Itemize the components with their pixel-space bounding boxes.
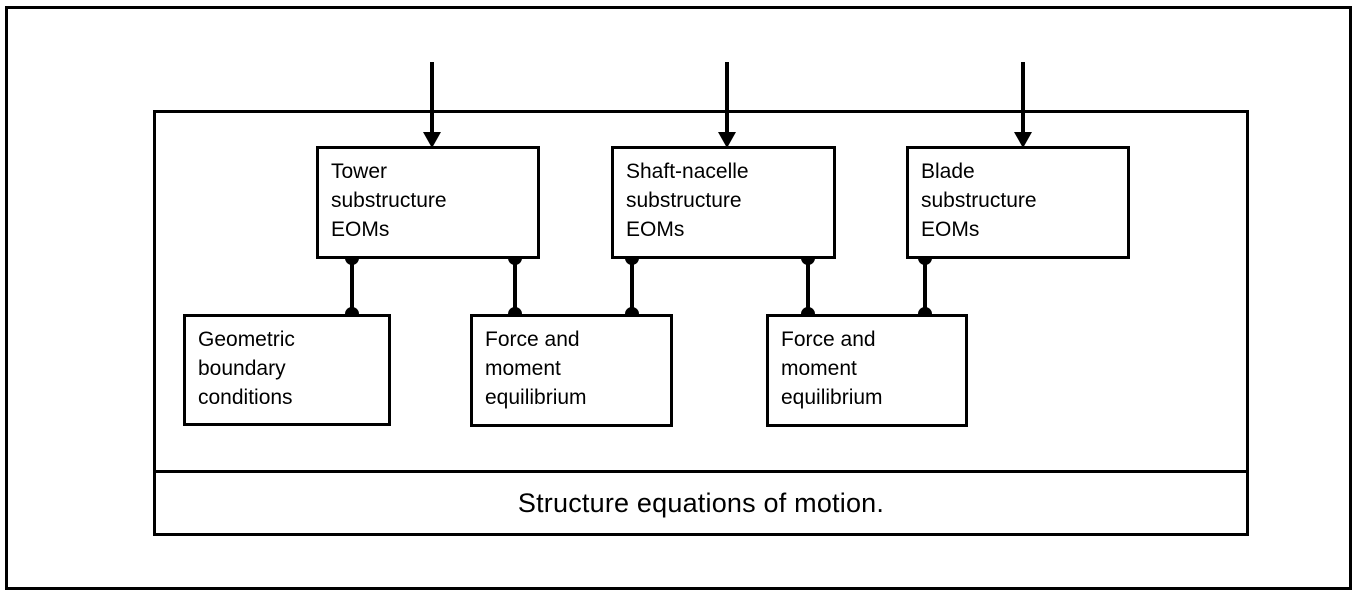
box-line: EOMs <box>626 218 685 241</box>
box-line: EOMs <box>331 218 390 241</box>
connector-line <box>513 258 517 314</box>
box-force-and-moment-equilibrium-2[interactable]: Force and moment equilibrium <box>766 314 968 427</box>
box-line: substructure <box>921 189 1037 212</box>
box-line: Geometric <box>198 328 295 351</box>
arrow-shaft-line <box>725 62 729 136</box>
connector-line <box>806 258 810 314</box>
box-geometric-boundary-conditions[interactable]: Geometric boundary conditions <box>183 314 391 426</box>
box-line: EOMs <box>921 218 980 241</box>
box-line: conditions <box>198 386 293 409</box>
box-line: Blade <box>921 160 975 183</box>
box-tower-substructure-eoms[interactable]: Tower substructure EOMs <box>316 146 540 259</box>
box-line: Force and <box>781 328 876 351</box>
arrow-shaft-line <box>430 62 434 136</box>
box-line: moment <box>485 357 561 380</box>
box-line: moment <box>781 357 857 380</box>
box-line: Force and <box>485 328 580 351</box>
box-line: substructure <box>626 189 742 212</box>
arrow-shaft-line <box>1021 62 1025 136</box>
arrow-head-icon <box>718 132 736 148</box>
connector-line <box>923 258 927 314</box>
connector-line <box>350 258 354 314</box>
connector-line <box>630 258 634 314</box>
outer-frame <box>5 6 1352 590</box>
arrow-head-icon <box>1014 132 1032 148</box>
box-line: equilibrium <box>485 386 587 409</box>
box-blade-substructure-eoms[interactable]: Blade substructure EOMs <box>906 146 1130 259</box>
box-line: Shaft-nacelle <box>626 160 749 183</box>
box-shaft-nacelle-substructure-eoms[interactable]: Shaft-nacelle substructure EOMs <box>611 146 836 259</box>
caption-strip: Structure equations of motion. <box>153 470 1249 536</box>
box-line: substructure <box>331 189 447 212</box>
arrow-head-icon <box>423 132 441 148</box>
box-line: equilibrium <box>781 386 883 409</box>
box-line: boundary <box>198 357 286 380</box>
box-line: Tower <box>331 160 388 183</box>
figure-caption: Structure equations of motion. <box>517 487 885 518</box>
box-force-and-moment-equilibrium-1[interactable]: Force and moment equilibrium <box>470 314 673 427</box>
